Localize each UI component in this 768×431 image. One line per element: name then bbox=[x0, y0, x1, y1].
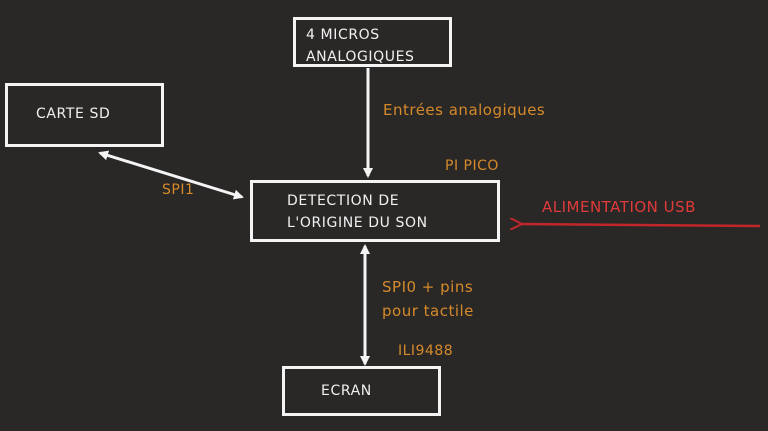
box-detection-line2: L'ORIGINE DU SON bbox=[287, 215, 428, 231]
label-power-usb: ALIMENTATION USB bbox=[542, 198, 696, 216]
label-ili9488: ILI9488 bbox=[398, 343, 454, 359]
label-analog-inputs: Entrées analogiques bbox=[383, 101, 546, 119]
arrow-power-usb bbox=[520, 224, 761, 226]
arrow-sd-detection bbox=[98, 150, 244, 200]
box-detection: DETECTION DE L'ORIGINE DU SON bbox=[250, 180, 500, 242]
box-screen-label: ECRAN bbox=[321, 383, 372, 399]
box-screen: ECRAN bbox=[282, 366, 441, 416]
box-sd-card-label: CARTE SD bbox=[36, 106, 111, 122]
label-spi0-line2: pour tactile bbox=[382, 302, 474, 320]
label-spi0-line1: SPI0 + pins bbox=[382, 278, 474, 296]
box-sd-card: CARTE SD bbox=[5, 83, 164, 147]
box-micros: 4 MICROS ANALOGIQUES bbox=[293, 17, 452, 67]
label-pi-pico: PI PICO bbox=[445, 158, 499, 174]
box-micros-line1: 4 MICROS bbox=[306, 27, 380, 43]
box-detection-line1: DETECTION DE bbox=[287, 193, 400, 209]
box-micros-line2: ANALOGIQUES bbox=[306, 49, 415, 65]
label-spi1: SPI1 bbox=[162, 182, 195, 198]
